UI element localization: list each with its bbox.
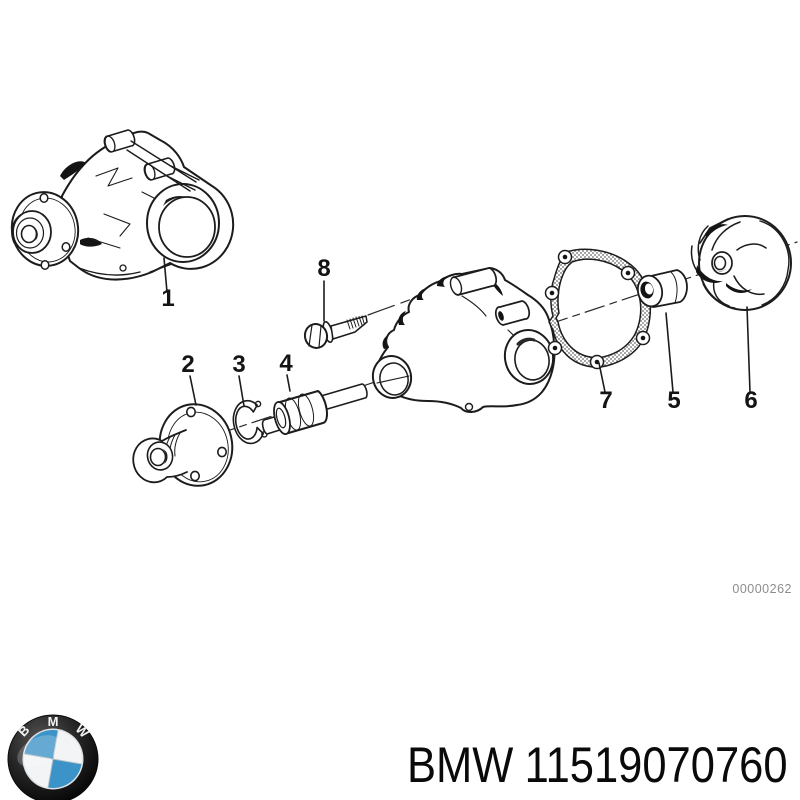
bmw-roundel-icon: B M W (7, 714, 99, 800)
roundel-letter-m: M (48, 714, 59, 729)
part-label-8: 8 (317, 255, 330, 282)
part-label-5: 5 (667, 387, 680, 414)
pump-housing-drawing (371, 267, 556, 413)
part-7-gasket-drawing (544, 248, 652, 370)
part-8-bolt-drawing (303, 315, 368, 349)
image-code: 00000262 (732, 582, 792, 596)
exploded-parts-diagram: 1 2 3 4 5 6 7 8 (10, 129, 798, 487)
part-4-bearing-shaft-drawing (261, 383, 368, 435)
part-label-3: 3 (232, 351, 245, 378)
part-label-6: 6 (744, 387, 757, 414)
part-label-7: 7 (599, 387, 612, 414)
roundel-gloss (17, 735, 60, 767)
part-number-text: 11519070760 (524, 737, 788, 793)
part-label-4: 4 (279, 350, 293, 377)
roundel-quadrants (24, 730, 82, 788)
brand-text: BMW (407, 737, 514, 793)
part-6-impeller-drawing (690, 215, 792, 311)
part-label-2: 2 (181, 351, 194, 378)
part-1-water-pump-drawing (10, 129, 235, 281)
part-5-seal-drawing (636, 269, 688, 308)
leader-lines (163, 257, 751, 407)
part-2-flange-drawing (132, 403, 234, 487)
part-label-1: 1 (161, 285, 174, 312)
